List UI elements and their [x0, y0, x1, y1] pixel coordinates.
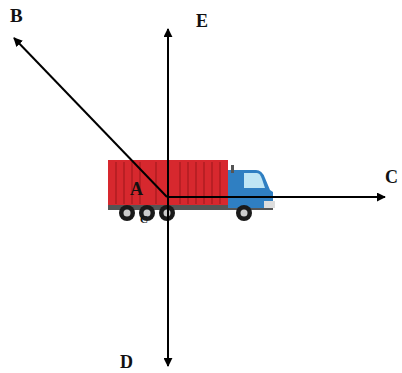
force-arrows: [14, 29, 385, 366]
arrow-to-c: [167, 196, 385, 198]
point-letter: D: [120, 353, 133, 371]
wheels: [119, 205, 252, 221]
point-letter: A: [130, 180, 143, 198]
arrow-to-d: [167, 197, 169, 366]
point-letter: B: [10, 6, 23, 25]
exhaust: [231, 165, 234, 173]
truck-picture: [108, 160, 275, 221]
point-letter: C: [140, 214, 148, 225]
point-letter: E: [196, 12, 208, 30]
windshield: [244, 173, 265, 188]
point-letter: C: [385, 168, 398, 186]
bumper: [264, 201, 275, 208]
arrow-to-e: [167, 29, 169, 197]
arrow-to-b: [14, 38, 167, 197]
